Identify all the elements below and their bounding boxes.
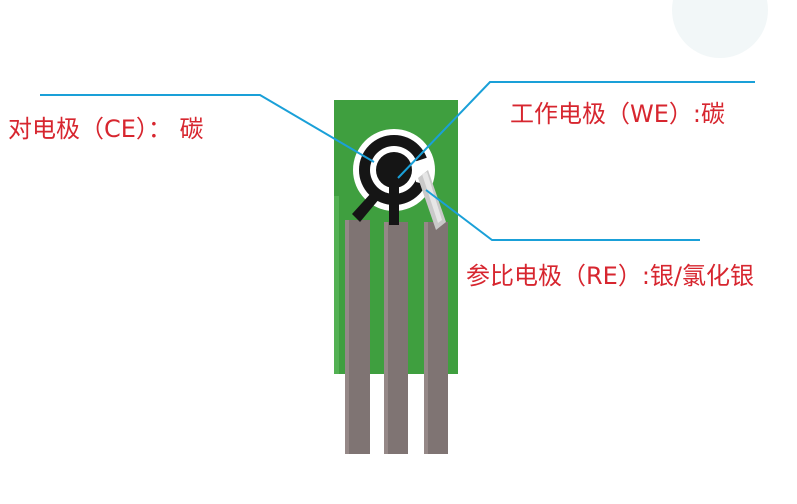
leader-line-working-electrode (397, 81, 755, 179)
leader-lines (40, 81, 755, 241)
leader-line-reference-electrode (425, 189, 700, 241)
leader-line-counter-electrode (40, 94, 375, 163)
label-reference-electrode: 参比电极（RE）:银/氯化银 (466, 262, 754, 290)
decorative-glow (672, 0, 768, 58)
counter-electrode-trace (352, 192, 380, 222)
label-working-electrode: 工作电极（WE）:碳 (510, 100, 725, 128)
board-edge-highlight (334, 196, 339, 374)
working-electrode-disk (376, 152, 412, 188)
pin-highlight (384, 222, 388, 454)
electrode-pads (352, 129, 446, 230)
pin-highlight (345, 220, 349, 454)
sensor-pins (345, 220, 448, 454)
reference-electrode-trace-highlight (422, 172, 442, 223)
pin-counter-electrode (345, 220, 370, 454)
working-electrode-trace (389, 185, 399, 225)
label-counter-electrode: 对电极（CE）： 碳 (8, 115, 204, 143)
pin-highlight (424, 222, 428, 454)
